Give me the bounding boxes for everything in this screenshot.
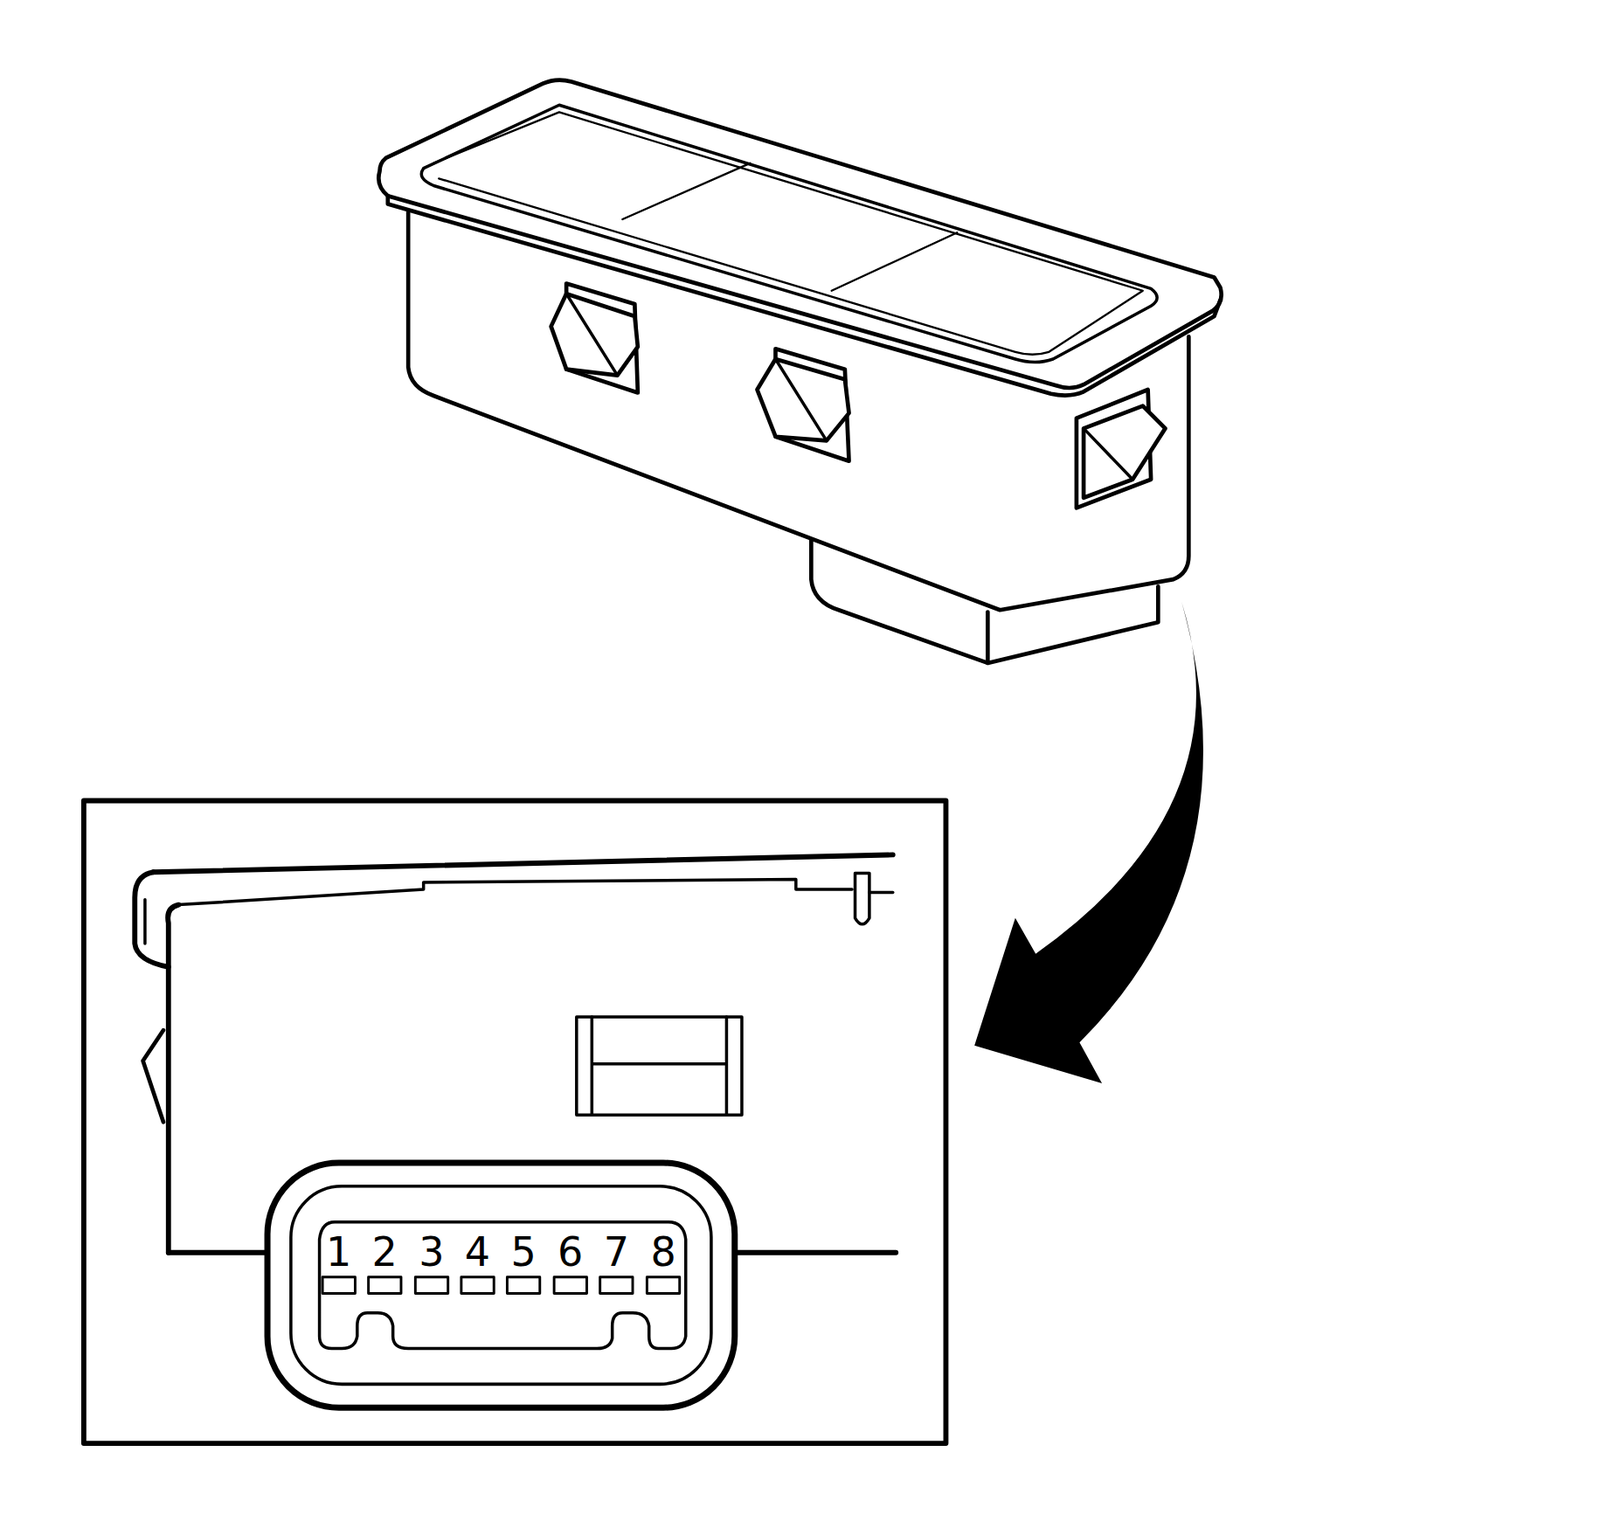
pin-number: 4 (464, 1232, 491, 1273)
pin-number: 8 (650, 1232, 676, 1273)
pin-number: 6 (557, 1232, 583, 1273)
pin-number: 7 (603, 1232, 630, 1273)
pin-number: 2 (372, 1232, 398, 1273)
pin-number: 1 (325, 1232, 352, 1273)
pin-number: 5 (510, 1232, 536, 1273)
pin-number: 3 (418, 1232, 444, 1273)
